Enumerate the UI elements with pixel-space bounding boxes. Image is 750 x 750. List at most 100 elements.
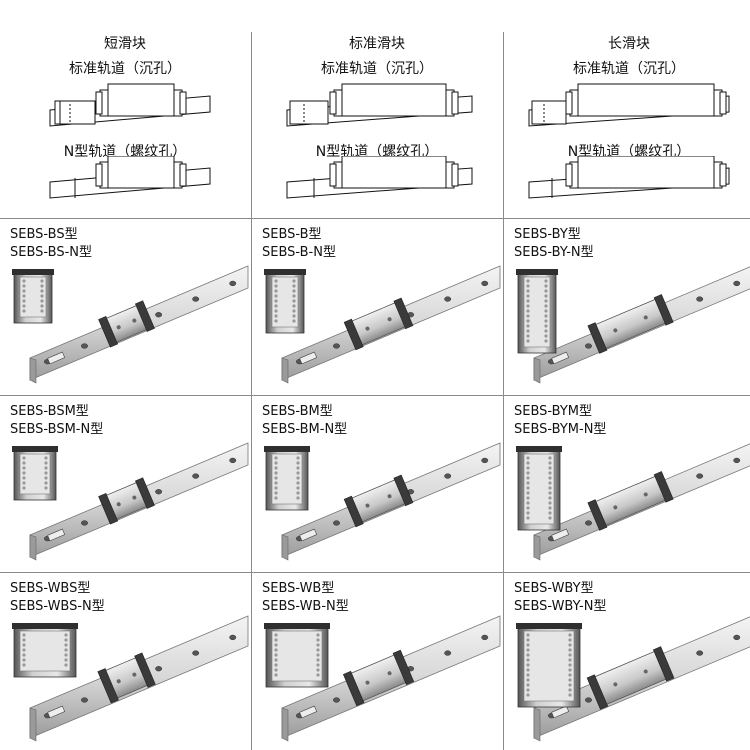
header-standard-block: 标准滑块 标准轨道（沉孔） N型轨道（螺纹孔） — [252, 0, 502, 218]
ball-bearing — [526, 663, 530, 667]
rail-hole — [229, 634, 237, 641]
rail-hole — [155, 489, 163, 495]
ball-bearing — [274, 314, 278, 318]
ball-bearing — [526, 461, 530, 465]
product-name: SEBS-WBS型 — [10, 581, 91, 596]
block-screw-hole — [365, 326, 370, 331]
product-cell: SEBS-B型 SEBS-B-N型 — [252, 219, 502, 394]
ball-bearing — [44, 461, 48, 465]
n-rail-drawing — [49, 156, 211, 199]
block-end-seal — [652, 646, 675, 682]
rail-label-plate — [299, 351, 318, 365]
product-name-n: SEBS-WBY-N型 — [514, 599, 607, 614]
rail-hole — [481, 634, 489, 641]
ball-bearing — [40, 304, 44, 308]
product-name: SEBS-WBY型 — [514, 581, 594, 596]
ball-bearing — [548, 471, 552, 475]
ball-bearing — [568, 638, 572, 642]
ball-bearing — [526, 284, 530, 288]
ball-bearing — [526, 319, 530, 323]
rail-hole — [192, 650, 200, 656]
ball-bearing — [568, 653, 572, 657]
product-image — [12, 615, 249, 742]
rail-hole — [585, 520, 592, 526]
block-screw-hole — [387, 494, 392, 499]
ball-bearing — [40, 279, 44, 283]
ball-bearing — [22, 299, 26, 303]
block-body — [594, 298, 667, 350]
cutaway-top-seal — [516, 446, 562, 452]
ball-bearing — [526, 491, 530, 495]
ball-bearing — [526, 658, 530, 662]
ball-bearing — [526, 638, 530, 642]
block-screw-hole — [132, 672, 137, 677]
cutaway-top-seal — [12, 269, 54, 275]
product-cell: SEBS-BS型 SEBS-BS-N型 — [0, 219, 250, 394]
product-image — [264, 265, 501, 384]
ball-bearing — [274, 648, 278, 652]
slide-block — [342, 649, 415, 707]
block-screw-hole — [643, 492, 648, 497]
product-cell: SEBS-BSM型 SEBS-BSM-N型 — [0, 396, 250, 571]
ball-bearing — [544, 334, 548, 338]
cutaway-top-seal — [516, 269, 558, 275]
ball-bearing — [22, 294, 26, 298]
ball-bearing — [316, 643, 320, 647]
ball-bearing — [64, 643, 68, 647]
rail-hole — [333, 697, 340, 703]
product-name-n: SEBS-WB-N型 — [262, 599, 349, 614]
ball-bearing — [22, 466, 26, 470]
product-image — [516, 616, 750, 742]
ball-bearing — [274, 304, 278, 308]
rail-end — [29, 357, 37, 384]
standard-rail-drawing — [286, 83, 473, 127]
product-cell: SEBS-WBY型 SEBS-WBY-N型 — [504, 573, 750, 748]
product-name: SEBS-B型 — [262, 227, 322, 242]
product-name: SEBS-BS型 — [10, 227, 78, 242]
block-screw-hole — [643, 315, 648, 320]
ball-bearing — [526, 648, 530, 652]
ball-bearing — [548, 496, 552, 500]
ball-bearing — [568, 648, 572, 652]
row-divider — [0, 395, 750, 396]
block-cutaway-view — [516, 446, 562, 531]
ball-bearing — [22, 289, 26, 293]
ball-bearing — [526, 653, 530, 657]
row-divider — [0, 218, 750, 219]
block-end-seal — [342, 670, 365, 707]
ball-bearing — [526, 496, 530, 500]
ball-bearing — [544, 339, 548, 343]
ball-bearing — [296, 466, 300, 470]
rail-hole — [696, 296, 704, 302]
block-end-seal — [98, 315, 119, 348]
ball-bearing — [22, 638, 26, 642]
block-end-seal — [653, 471, 674, 503]
rail-label-plate — [551, 705, 570, 719]
ball-bearing — [548, 461, 552, 465]
ball-bearing — [548, 511, 552, 515]
ball-bearing — [568, 663, 572, 667]
ball-bearing — [544, 289, 548, 293]
ball-bearing — [526, 471, 530, 475]
ball-bearing — [548, 486, 552, 490]
product-name: SEBS-BYM型 — [514, 404, 593, 419]
ball-bearing — [292, 289, 296, 293]
rail-label-plate — [47, 705, 66, 719]
block-screw-hole — [387, 671, 392, 676]
ball-bearing — [22, 476, 26, 480]
ball-bearing — [526, 668, 530, 672]
ball-bearing — [548, 481, 552, 485]
ball-bearing — [526, 456, 530, 460]
column-divider — [251, 32, 252, 750]
ball-bearing — [64, 633, 68, 637]
row-divider — [0, 572, 750, 573]
product-image — [516, 266, 750, 384]
product-name: SEBS-WB型 — [262, 581, 335, 596]
block-screw-hole — [116, 679, 121, 684]
ball-bearing — [44, 471, 48, 475]
slide-block — [587, 294, 674, 354]
ball-bearing — [274, 668, 278, 672]
product-image — [264, 615, 501, 742]
rail-end — [281, 534, 289, 561]
product-name-n: SEBS-BSM-N型 — [10, 422, 104, 437]
